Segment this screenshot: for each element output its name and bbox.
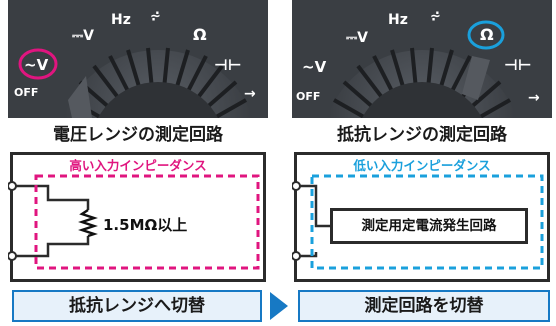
voltage-circuit-diagram: 高い入力インピーダンス 1.5MΩ以上 xyxy=(8,152,268,282)
svg-text:⎓V: ⎓V xyxy=(346,30,368,46)
arrow-right-icon xyxy=(270,292,288,320)
resistor-value-label: 1.5MΩ以上 xyxy=(103,216,188,234)
svg-text:OFF: OFF xyxy=(14,86,38,99)
resistance-circuit-diagram: 低い入力インピーダンス 測定用定電流発生回路 xyxy=(292,152,552,282)
voltage-range-title: 電圧レンジの測定回路 xyxy=(53,125,223,145)
svg-text:OFF: OFF xyxy=(296,90,320,103)
multimeter-dial-photo-voltage: ⎓V Hz ⩫ Ω ⊣⊢ OFF ~V → xyxy=(8,0,268,118)
multimeter-dial-photo-resistance: ⎓V Hz ⩫ Ω ⊣⊢ OFF ~V → xyxy=(292,0,552,118)
svg-text:⩫: ⩫ xyxy=(430,9,441,24)
svg-text:Hz: Hz xyxy=(388,12,408,28)
svg-text:Hz: Hz xyxy=(111,12,131,28)
dial-label-dcv: ⎓V xyxy=(72,28,94,44)
impedance-label: 低い入力インピーダンス xyxy=(353,158,491,173)
svg-text:Ω: Ω xyxy=(480,25,494,44)
svg-text:→: → xyxy=(528,90,540,106)
voltage-range-panel: ⎓V Hz ⩫ Ω ⊣⊢ OFF ~V → 電圧レンジの測定回路 xyxy=(8,0,268,326)
resistance-range-panel: ⎓V Hz ⩫ Ω ⊣⊢ OFF ~V → 抵抗レンジの測定回路 低い入力インピ… xyxy=(292,0,552,326)
resistance-range-title: 抵抗レンジの測定回路 xyxy=(337,125,507,145)
svg-text:⊣⊢: ⊣⊢ xyxy=(214,56,241,74)
switch-measurement-circuit-button[interactable]: 測定回路を切替 xyxy=(298,290,550,322)
switch-to-resistance-button[interactable]: 抵抗レンジへ切替 xyxy=(12,290,262,322)
svg-text:Ω: Ω xyxy=(193,25,207,44)
circuit-outer-box xyxy=(10,152,266,282)
constant-current-generator-box: 測定用定電流発生回路 xyxy=(330,208,528,244)
svg-text:~V: ~V xyxy=(24,56,49,74)
svg-text:~V: ~V xyxy=(302,58,327,76)
svg-text:⩫: ⩫ xyxy=(150,9,161,24)
impedance-label: 高い入力インピーダンス xyxy=(69,158,207,173)
svg-text:→: → xyxy=(244,86,256,102)
svg-text:⊣⊢: ⊣⊢ xyxy=(504,56,531,74)
